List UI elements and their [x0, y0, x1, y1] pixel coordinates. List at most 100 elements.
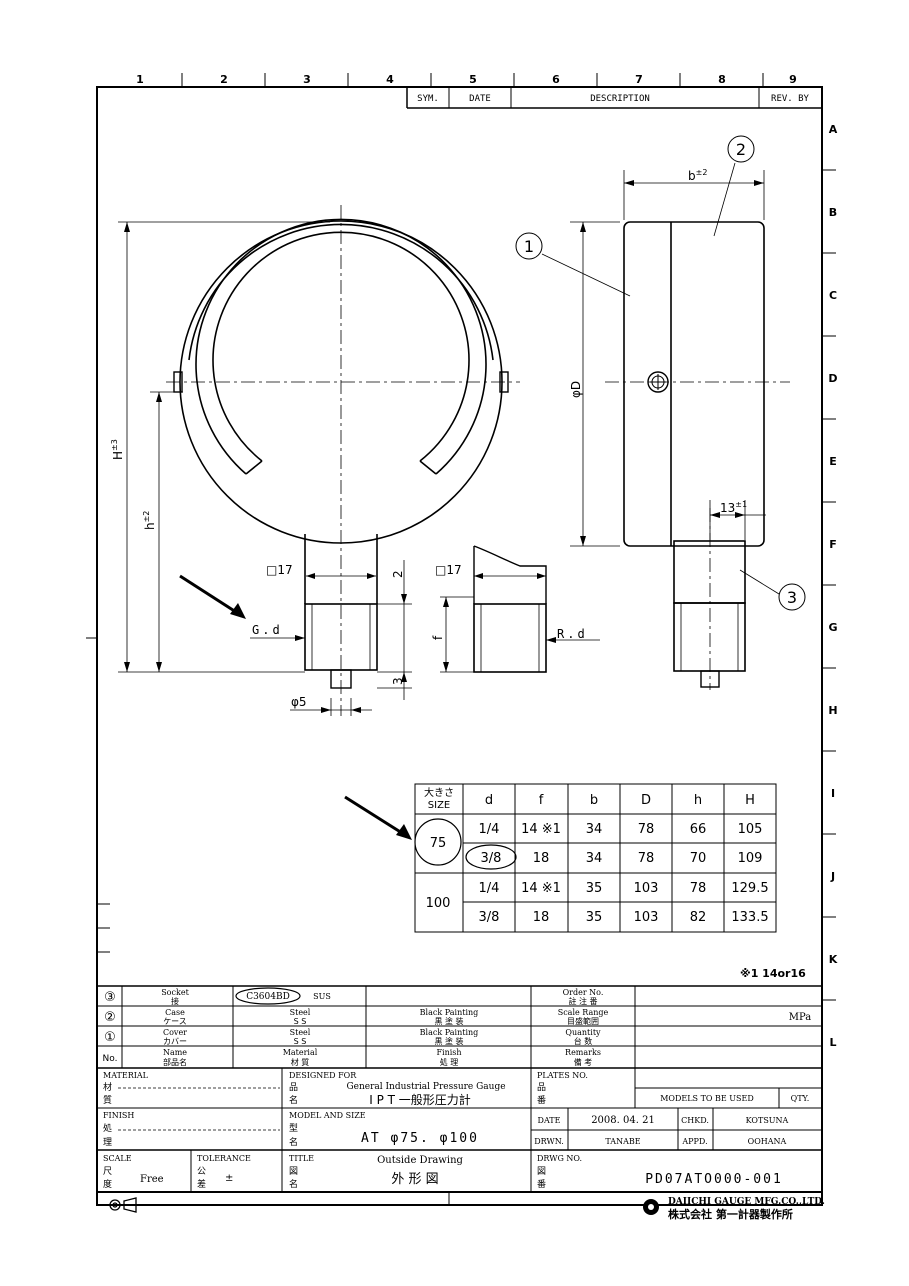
order-no-en: Order No. — [563, 988, 604, 997]
tolerance-value: ± — [225, 1173, 233, 1184]
row-label-J: J — [830, 870, 835, 883]
column-labels: 1 2 3 4 5 6 7 8 9 — [136, 73, 797, 86]
company-logo — [643, 1199, 659, 1215]
appd-label: APPD. — [681, 1137, 707, 1146]
drwn-value: TANABE — [605, 1137, 640, 1146]
socket-arrowheads — [443, 573, 556, 672]
row-label-C: C — [829, 289, 837, 302]
company-name-jp: 株式会社 第一計器製作所 — [668, 1207, 793, 1221]
part-no-3: ③ — [104, 990, 116, 1005]
designed-jp-2: 名 — [289, 1094, 298, 1106]
col-label-5: 5 — [469, 73, 477, 86]
table-cell: 129.5 — [731, 881, 768, 896]
rev-date-label: DATE — [469, 94, 491, 104]
date-label: DATE — [538, 1116, 561, 1125]
balloons: 1 2 3 — [515, 135, 806, 611]
table-cell: 34 — [586, 822, 603, 837]
remarks-en: Remarks — [565, 1048, 601, 1057]
row-label-D: D — [828, 372, 837, 385]
table-cell: 105 — [738, 822, 763, 837]
column-ticks — [181, 73, 764, 87]
part-no-2: ② — [104, 1010, 116, 1025]
part-finish-jp: 黒 塗 装 — [434, 1016, 463, 1026]
dim-b-label: b±2 — [688, 168, 707, 183]
dim-3-label: 3 — [391, 677, 405, 685]
drwg-jp-1: 図 — [537, 1166, 546, 1177]
row-label-H: H — [828, 704, 837, 717]
model-value: AT φ75. φ100 — [361, 1131, 479, 1146]
size-header-jp: 大きさ — [424, 786, 454, 799]
balloon-3: 3 — [787, 588, 797, 607]
col-label-2: 2 — [220, 73, 228, 86]
chkd-value: KOTSUNA — [746, 1116, 789, 1125]
table-cell: 78 — [638, 822, 655, 837]
title-jp-2: 名 — [289, 1178, 298, 1190]
dim-f-label: f — [431, 635, 445, 640]
table-cell: 66 — [690, 822, 707, 837]
row-label-E: E — [829, 455, 837, 468]
front-dimensions — [118, 221, 412, 716]
dim-Gd-label: G.d — [252, 623, 283, 637]
row-label-A: A — [829, 123, 838, 136]
designed-for-en: General Industrial Pressure Gauge — [346, 1082, 505, 1092]
tolerance-jp-2: 差 — [197, 1178, 206, 1190]
qty-label: QTY. — [791, 1094, 810, 1103]
size-table — [414, 783, 777, 933]
header-f: f — [539, 793, 544, 808]
parts-header-material-jp: 材 質 — [291, 1057, 310, 1067]
table-cell: 82 — [690, 910, 707, 925]
row-label-G: G — [828, 621, 837, 634]
part-material-jp: S S — [294, 1017, 307, 1026]
header-H: H — [745, 793, 755, 808]
model-label: MODEL AND SIZE — [289, 1111, 366, 1120]
drwg-jp-2: 番 — [537, 1178, 546, 1190]
appd-value: OOHANA — [748, 1137, 787, 1146]
col-label-7: 7 — [635, 73, 643, 86]
arrowheads — [124, 222, 407, 713]
scale-range-en: Scale Range — [558, 1008, 609, 1017]
company-name-en: DAIICHI GAUGE MFG.CO.,LTD. — [668, 1197, 825, 1207]
drwg-label: DRWG NO. — [537, 1154, 582, 1163]
parts-header-name-en: Name — [163, 1048, 187, 1057]
table-cell: 34 — [586, 851, 603, 866]
table-cell: 70 — [690, 851, 707, 866]
parts-header-finish-en: Finish — [436, 1048, 461, 1057]
drwg-number: PD07ATO000-001 — [645, 1172, 783, 1187]
parts-header-name-jp: 部品名 — [163, 1057, 187, 1067]
projection-symbol — [109, 1197, 144, 1213]
balloon-2: 2 — [736, 140, 746, 159]
part-material-alt: SUS — [313, 992, 331, 1001]
pointer-arrow-thread — [179, 574, 246, 619]
rev-description-label: DESCRIPTION — [590, 94, 650, 104]
table-cell: 103 — [634, 910, 659, 925]
part-name-jp: ケース — [163, 1017, 187, 1026]
scale-value: Free — [140, 1174, 164, 1185]
table-cell: 78 — [638, 851, 655, 866]
part-finish: Black Painting — [420, 1008, 479, 1017]
rev-sym-label: SYM. — [417, 94, 439, 104]
remarks-jp: 備 考 — [574, 1057, 593, 1067]
size-table-text: 大きさ SIZE d f b D h H 75 100 1/4 14 ※1 34… — [424, 786, 769, 925]
parts-header-material-en: Material — [283, 1048, 318, 1057]
dim-h-label: h±2 — [142, 511, 157, 530]
table-cell: 78 — [690, 881, 707, 896]
date-value: 2008. 04. 21 — [591, 1115, 655, 1126]
table-cell: 1/4 — [479, 881, 500, 896]
table-cell: 18 — [533, 851, 550, 866]
part-material: C3604BD — [246, 992, 290, 1002]
header-h: h — [694, 793, 702, 808]
footnote: ※1 14or16 — [740, 967, 806, 980]
title-label: TITLE — [289, 1154, 314, 1163]
table-cell: 3/8 — [481, 851, 502, 866]
socket-detail — [440, 545, 600, 673]
table-cell: 103 — [634, 881, 659, 896]
part-material-jp: S S — [294, 1037, 307, 1046]
tolerance-jp-1: 公 — [197, 1166, 206, 1177]
sheet-frame — [96, 86, 823, 1206]
col-label-6: 6 — [552, 73, 560, 86]
revision-header: SYM. DATE DESCRIPTION REV. BY — [417, 94, 809, 104]
dim-D-label: φD — [569, 381, 583, 398]
table-cell: 14 ※1 — [521, 822, 561, 837]
part-no-1: ① — [104, 1030, 116, 1045]
table-cell: 109 — [738, 851, 763, 866]
